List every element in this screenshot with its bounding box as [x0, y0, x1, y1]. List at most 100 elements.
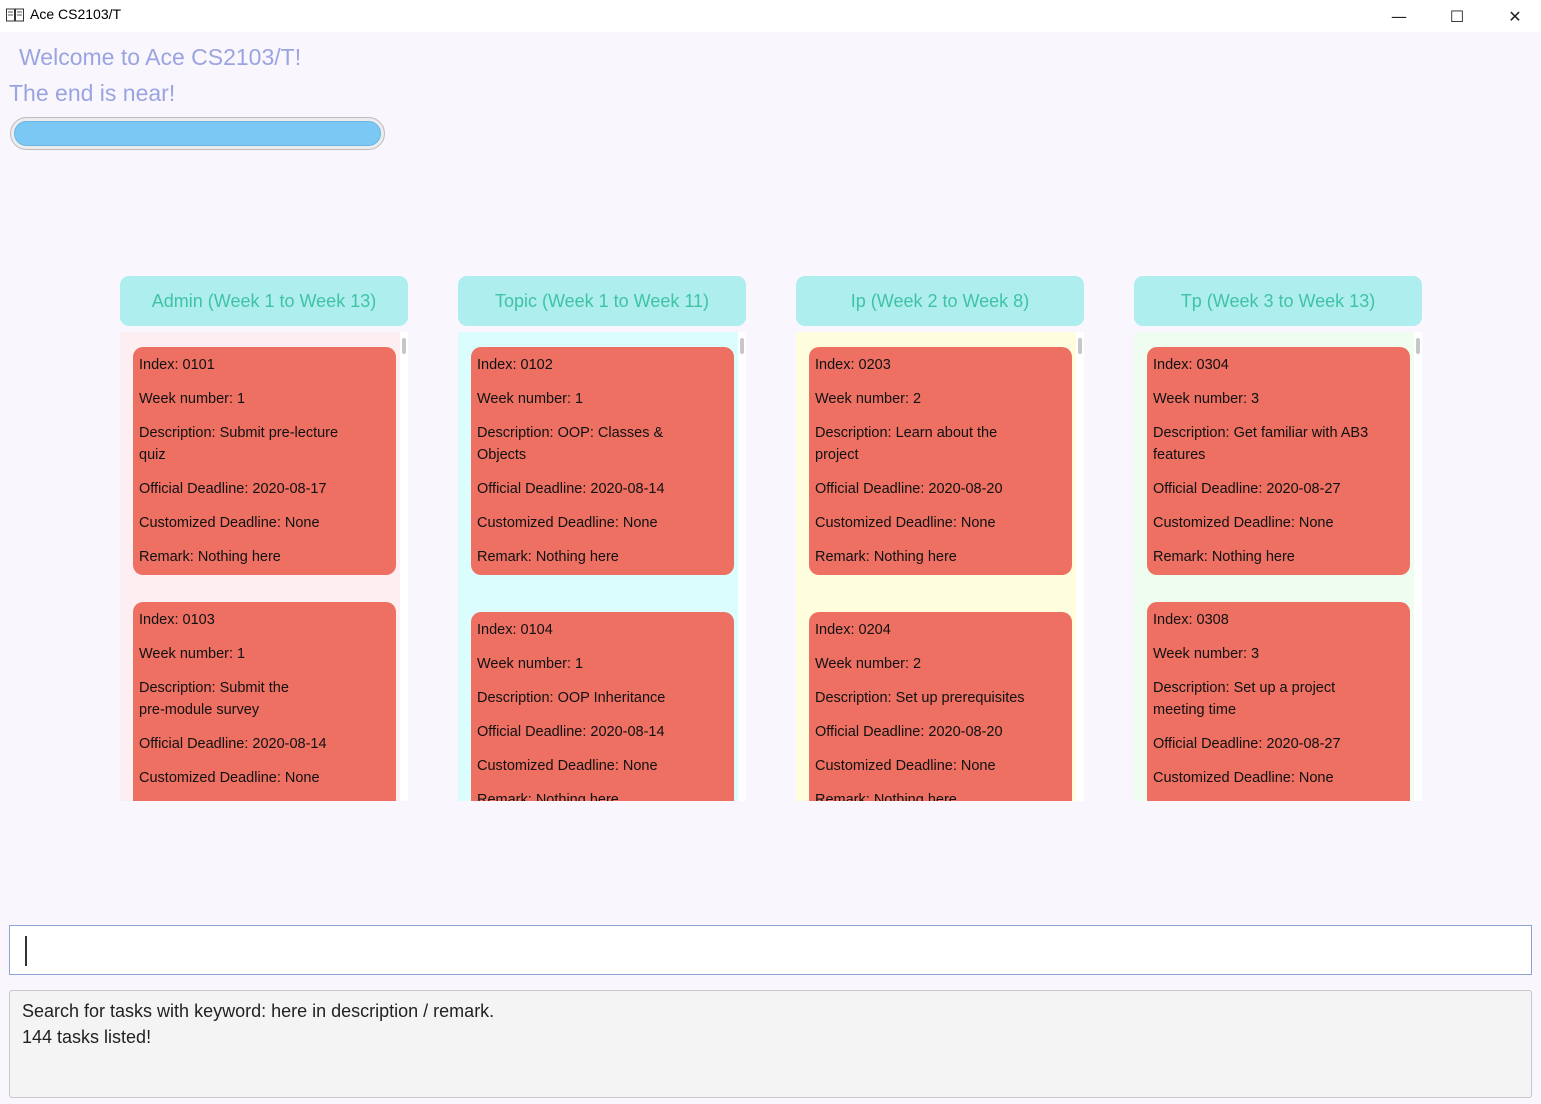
task-customized-deadline: Customized Deadline: None — [1153, 770, 1334, 786]
task-official-deadline: Official Deadline: 2020-08-27 — [1153, 481, 1341, 497]
task-index: Index: 0308 — [1153, 612, 1229, 628]
column-header: Ip (Week 2 to Week 8) — [796, 276, 1084, 326]
task-description-line: meeting time — [1153, 702, 1237, 718]
result-line: 144 tasks listed! — [22, 1027, 152, 1047]
result-line: Search for tasks with keyword: here in d… — [22, 1001, 495, 1021]
window-title: Ace CS2103/T — [30, 6, 122, 22]
task-description: Description: OOP Inheritance — [477, 687, 728, 709]
task-description-line: Description: OOP: Classes & — [477, 425, 664, 441]
scrollbar[interactable] — [1076, 332, 1084, 801]
task-customized-deadline: Customized Deadline: None — [139, 770, 320, 786]
task-official-deadline: Official Deadline: 2020-08-20 — [815, 724, 1003, 740]
task-description-line: project — [815, 447, 859, 463]
task-description: Description: Submit pre-lecture quiz — [139, 422, 390, 466]
progress-fill — [14, 121, 381, 146]
column-header: Tp (Week 3 to Week 13) — [1134, 276, 1422, 326]
scrollbar[interactable] — [738, 332, 746, 801]
task-remark: Remark: Nothing here — [815, 792, 957, 801]
book-icon — [6, 8, 24, 22]
task-description-line: Description: Submit the — [139, 680, 289, 696]
task-week: Week number: 2 — [815, 391, 922, 407]
scrollbar[interactable] — [1414, 332, 1422, 801]
task-description: Description: OOP: Classes &Objects — [477, 422, 728, 466]
task-remark: Remark: Nothing here — [815, 549, 957, 565]
task-customized-deadline: Customized Deadline: None — [815, 515, 996, 531]
close-button[interactable]: ✕ — [1486, 0, 1541, 32]
task-week: Week number: 1 — [477, 391, 584, 407]
task-week: Week number: 1 — [139, 646, 246, 662]
task-index: Index: 0104 — [477, 622, 553, 638]
task-description-line: Description: OOP Inheritance — [477, 690, 666, 706]
scrollbar-thumb[interactable] — [1416, 338, 1420, 354]
task-index: Index: 0203 — [815, 357, 891, 373]
command-input[interactable] — [9, 925, 1532, 975]
task-official-deadline: Official Deadline: 2020-08-14 — [477, 481, 665, 497]
subtitle-text: The end is near! — [9, 80, 176, 106]
task-index: Index: 0102 — [477, 357, 553, 373]
task-week: Week number: 1 — [477, 656, 584, 672]
scrollbar[interactable] — [400, 332, 408, 801]
maximize-button[interactable]: ☐ — [1428, 0, 1486, 32]
task-customized-deadline: Customized Deadline: None — [1153, 515, 1334, 531]
task-description-line: quiz — [139, 447, 166, 463]
text-cursor — [25, 936, 27, 966]
welcome-text: Welcome to Ace CS2103/T! — [19, 44, 302, 70]
scrollbar-thumb[interactable] — [740, 338, 744, 354]
task-remark: Remark: Nothing here — [477, 549, 619, 565]
minimize-button[interactable]: — — [1370, 0, 1428, 32]
task-description: Description: Get familiar with AB3 featur… — [1153, 422, 1404, 466]
task-description-line: pre-module survey — [139, 702, 260, 718]
task-remark: Remark: Nothing here — [139, 549, 281, 565]
task-index: Index: 0101 — [139, 357, 215, 373]
task-week: Week number: 3 — [1153, 391, 1260, 407]
task-description-line: Description: Set up a project — [1153, 680, 1336, 696]
task-description: Description: Set up a project meeting tim… — [1153, 677, 1404, 721]
task-remark: Remark: Nothing here — [1153, 549, 1295, 565]
task-remark: Remark: Nothing here — [477, 792, 619, 801]
column-header: Topic (Week 1 to Week 11) — [458, 276, 746, 326]
task-week: Week number: 3 — [1153, 646, 1260, 662]
task-description: Description: Submit the pre-module survey — [139, 677, 390, 721]
task-index: Index: 0304 — [1153, 357, 1229, 373]
task-description-line: Description: Submit pre-lecture — [139, 425, 339, 441]
scrollbar-thumb[interactable] — [1078, 338, 1082, 354]
column-header: Admin (Week 1 to Week 13) — [120, 276, 408, 326]
task-official-deadline: Official Deadline: 2020-08-20 — [815, 481, 1003, 497]
task-description-line: Description: Get familiar with AB3 — [1153, 425, 1369, 441]
task-description-line: Description: Set up prerequisites — [815, 690, 1025, 706]
task-official-deadline: Official Deadline: 2020-08-17 — [139, 481, 327, 497]
progress-bar — [10, 117, 385, 150]
task-official-deadline: Official Deadline: 2020-08-14 — [477, 724, 665, 740]
task-customized-deadline: Customized Deadline: None — [477, 515, 658, 531]
task-description-line: Description: Learn about the — [815, 425, 998, 441]
minimize-icon: — — [1391, 6, 1407, 26]
task-description-line: features — [1153, 447, 1206, 463]
scrollbar-thumb[interactable] — [402, 338, 406, 354]
task-description: Description: Learn about the project — [815, 422, 1066, 466]
task-week: Week number: 2 — [815, 656, 922, 672]
task-index: Index: 0204 — [815, 622, 891, 638]
task-index: Index: 0103 — [139, 612, 215, 628]
task-customized-deadline: Customized Deadline: None — [139, 515, 320, 531]
task-customized-deadline: Customized Deadline: None — [815, 758, 996, 774]
task-official-deadline: Official Deadline: 2020-08-14 — [139, 736, 327, 752]
task-customized-deadline: Customized Deadline: None — [477, 758, 658, 774]
maximize-icon: ☐ — [1449, 6, 1465, 26]
task-official-deadline: Official Deadline: 2020-08-27 — [1153, 736, 1341, 752]
result-display: Search for tasks with keyword: here in d… — [9, 990, 1532, 1098]
